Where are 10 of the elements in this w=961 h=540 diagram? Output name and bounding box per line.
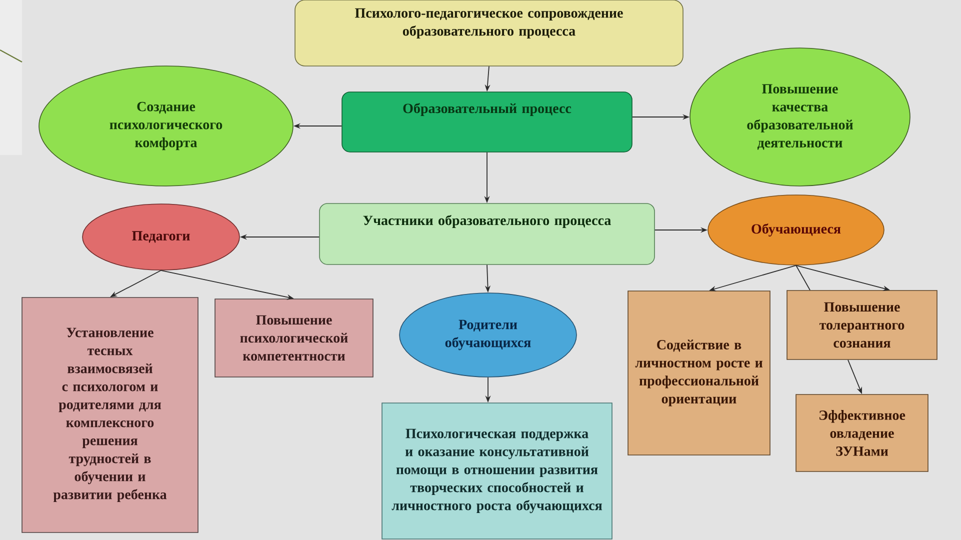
- process-box: Повышение психологической компетентности: [214, 298, 374, 378]
- process-box: Содействие в личностном росте и профессиональной ориентации: [628, 290, 770, 456]
- process-box: Образовательный процесс: [342, 92, 632, 152]
- process-box: Участники образовательного процесса: [319, 203, 655, 265]
- process-box: Психологическая поддержка и оказание консультативной помощи в отношении развития творческих способностей и личностного роста обучающихся: [382, 402, 612, 540]
- process-box: Установление тесных взаимосвязей с психологом и родителями для комплексного решения трудностей в обучении и развитии ребенка: [22, 297, 198, 533]
- process-box: Психолого-педагогическое сопровождение образовательного процесса: [294, 0, 684, 66]
- process-box: Повышение толерантного сознания: [786, 290, 938, 360]
- process-box: Эффективное овладение ЗУНами: [796, 394, 928, 472]
- connector-line: [796, 264, 810, 291]
